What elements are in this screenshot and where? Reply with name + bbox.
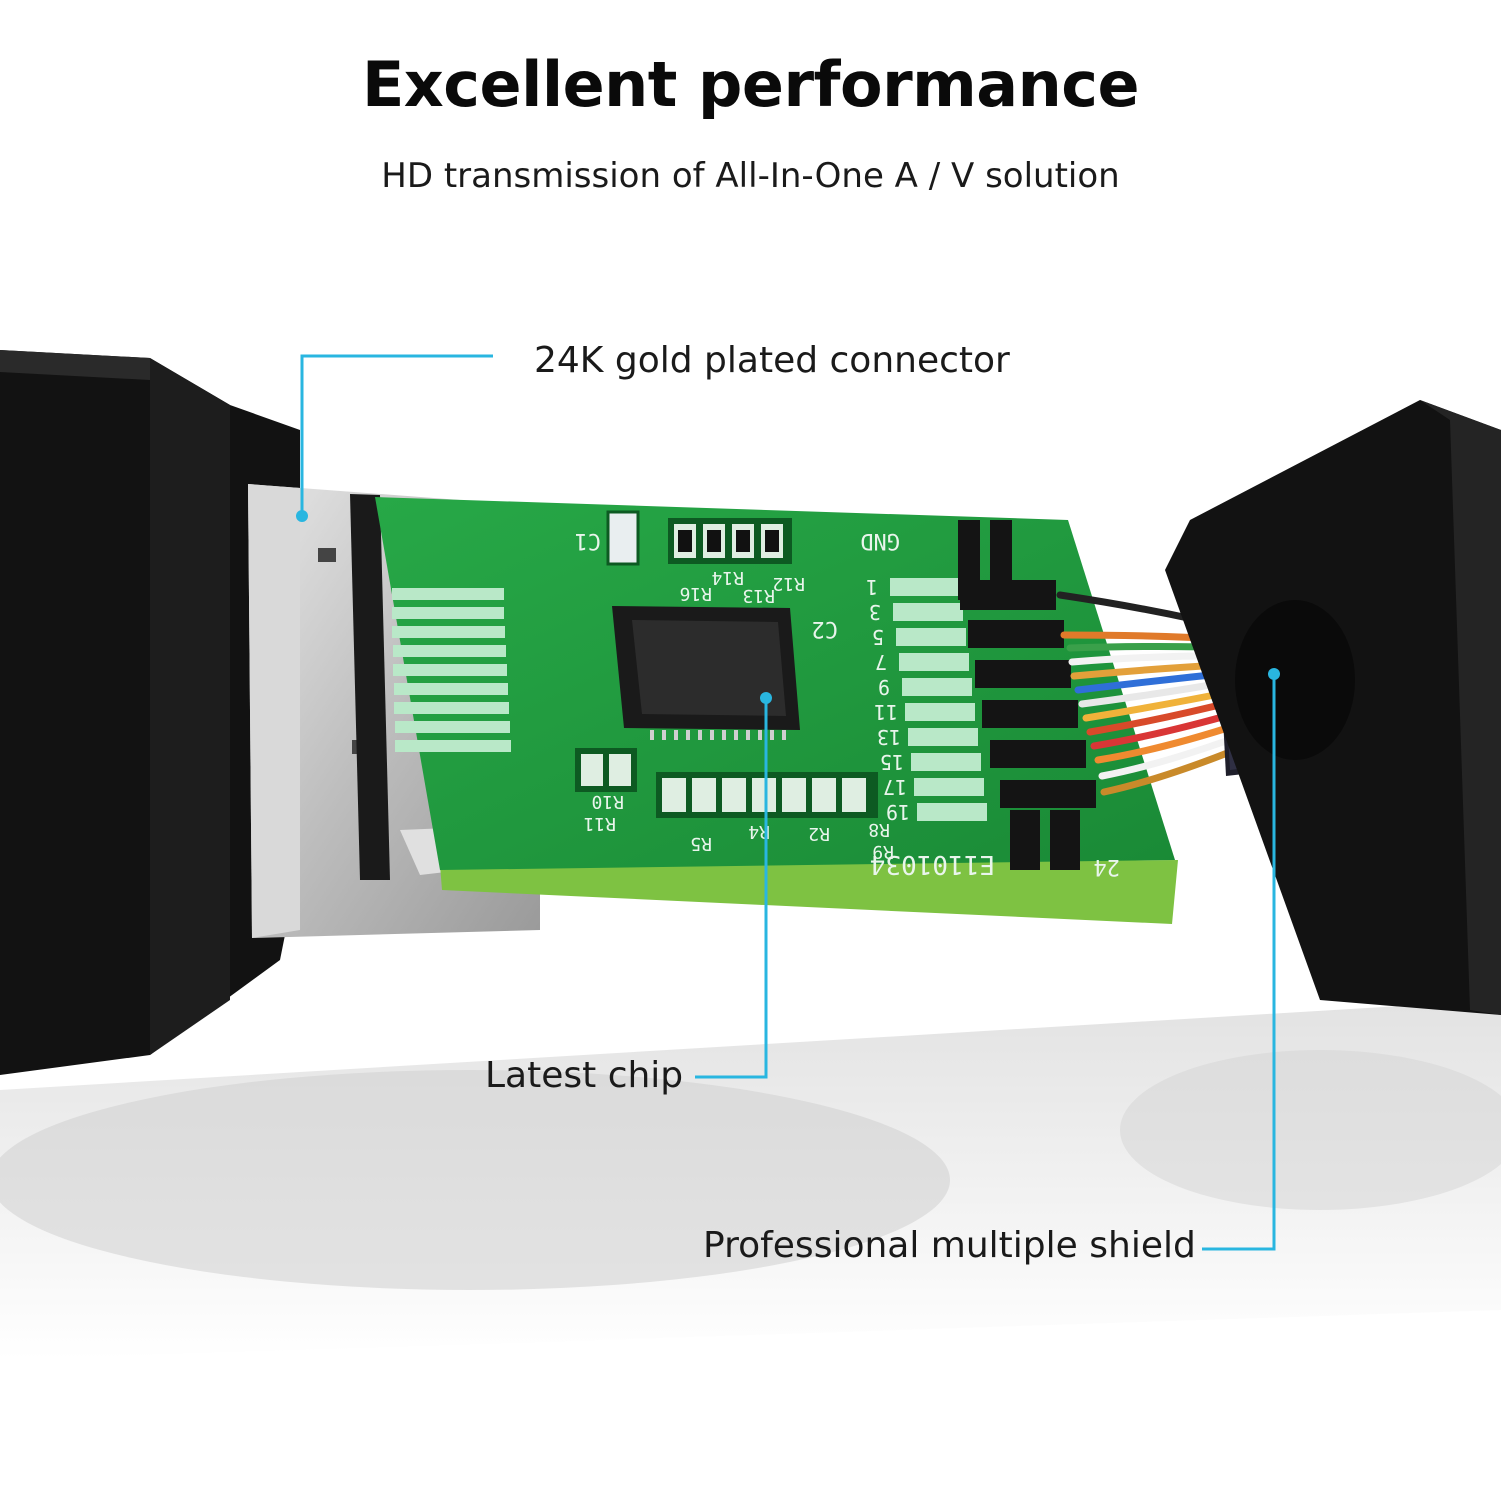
silkscreen: GND C1 C2 E1101034 24 R12 R13 R14 R16 R1…	[575, 528, 1121, 879]
left-housing	[0, 350, 300, 1075]
left-contact-pads	[392, 588, 511, 752]
pin-number-6: 13	[877, 725, 901, 749]
pin-number-8: 17	[883, 775, 907, 799]
led	[606, 510, 640, 566]
c2-label: C2	[812, 616, 839, 641]
pin-number-9: 19	[886, 800, 910, 824]
r-bottom-label-4: R5	[690, 833, 712, 854]
connector-callout: 24K gold plated connector	[534, 340, 1010, 381]
pin-number-7: 15	[880, 750, 904, 774]
connector-callout-line	[300, 354, 493, 514]
c1-label: C1	[575, 528, 602, 553]
chip-callout-line	[695, 700, 768, 1079]
pin-number-4: 9	[878, 675, 890, 699]
r-top-label-3: R16	[679, 583, 712, 604]
page-title: Excellent performance	[361, 48, 1140, 121]
serial-label: E1101034	[870, 849, 995, 879]
pin-number-0: 1	[866, 575, 878, 599]
r-bottom-label-3: R9	[872, 841, 894, 862]
pin-24-label: 24	[1094, 854, 1121, 879]
r-top-label-2: R14	[711, 567, 744, 588]
right-solder-pads	[890, 578, 987, 821]
floor-shadow	[0, 1000, 1501, 1360]
pin-number-2: 5	[872, 625, 884, 649]
pin-number-5: 11	[874, 700, 898, 724]
pin-number-1: 3	[869, 600, 881, 624]
pin-number-3: 7	[875, 650, 887, 674]
chip-callout: Latest chip	[485, 1055, 684, 1096]
page-subtitle: HD transmission of All-In-One A / V solu…	[381, 156, 1120, 196]
pcb-board: GND C1 C2 E1101034 24 R12 R13 R14 R16 R1…	[375, 497, 1178, 924]
wire-terminals	[958, 520, 1096, 870]
r-top-label-0: R12	[772, 573, 805, 594]
r-bottom-label-1: R11	[583, 813, 616, 834]
r-top-label-1: R13	[742, 585, 775, 606]
gnd-label: GND	[860, 528, 900, 553]
shield-callout: Professional multiple shield	[703, 1225, 1196, 1266]
callout-lines	[296, 354, 1280, 1251]
r-bottom-label-0: R10	[591, 791, 624, 812]
right-housing	[1165, 400, 1501, 1015]
r-bottom-label-2: R8	[868, 819, 890, 840]
resistor-array-top	[668, 518, 792, 564]
r-bottom-label-6: R2	[808, 823, 830, 844]
main-chip	[612, 606, 800, 740]
shield-callout-line	[1202, 674, 1276, 1251]
